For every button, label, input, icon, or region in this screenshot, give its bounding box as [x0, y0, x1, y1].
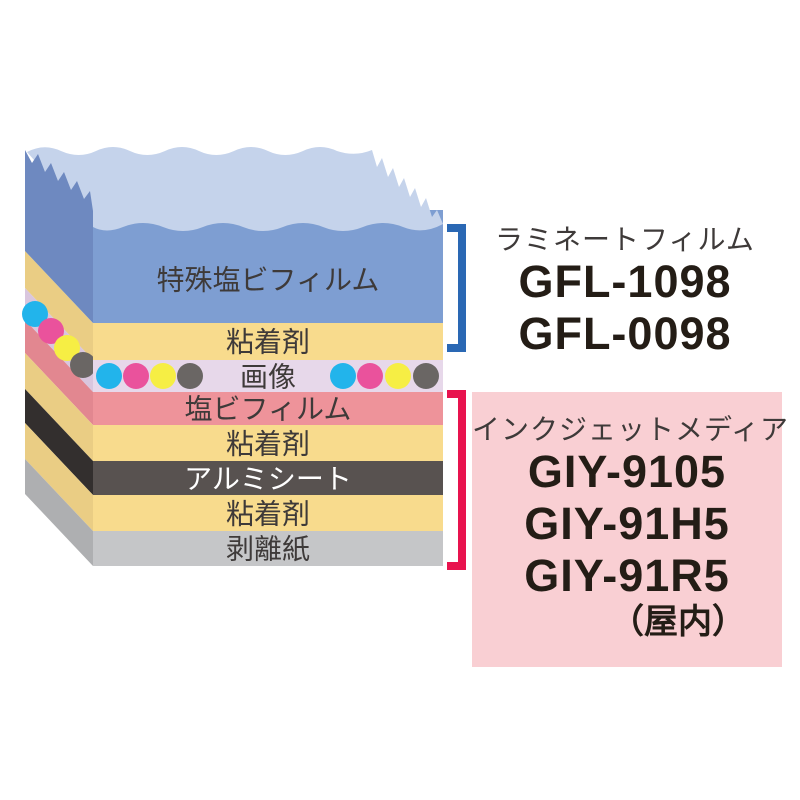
inkjet-media-box: インクジェットメディア GIY-9105 GIY-91H5 GIY-91R5 （…: [472, 392, 790, 667]
top-face-laminate-film: [27, 147, 443, 231]
front-ink-dots: [96, 363, 439, 389]
cyan-ink-dot: [330, 363, 356, 389]
yellow-ink-dot: [385, 363, 411, 389]
cyan-ink-dot: [96, 363, 122, 389]
side-adhesive-1: [25, 251, 93, 360]
front-adhesive-3: [93, 495, 443, 531]
indoor-note: （屋内）: [610, 603, 746, 641]
product-code-gfl-0098: GFL-0098: [518, 308, 732, 359]
front-pvc-film: [93, 392, 443, 425]
product-code-giy-91h5: GIY-91H5: [524, 498, 730, 549]
side-adhesive-2: [25, 353, 93, 461]
layer-label-pvc-film: 塩ビフィルム: [185, 394, 352, 425]
front-adhesive-2: [93, 425, 443, 461]
product-code-giy-9105: GIY-9105: [527, 446, 727, 497]
gray-ink-dot: [70, 352, 96, 378]
side-aluminum-sheet: [25, 389, 93, 495]
gray-ink-dot: [177, 363, 203, 389]
layer-label-release-paper: 剥離紙: [226, 534, 310, 565]
yellow-ink-dot: [54, 335, 80, 361]
layer-label-image: 画像: [240, 362, 296, 393]
inkjet-group-title: インクジェットメディア: [472, 414, 790, 445]
layer-label-adhesive-3: 粘着剤: [226, 499, 310, 530]
layer-label-aluminum-sheet: アルミシート: [184, 464, 352, 495]
side-release-paper: [25, 459, 93, 566]
magenta-ink-dot: [123, 363, 149, 389]
product-code-gfl-1098: GFL-1098: [518, 256, 732, 307]
layer-label-adhesive-2: 粘着剤: [226, 429, 310, 460]
layer-label-adhesive-1: 粘着剤: [226, 327, 310, 358]
front-release-paper: [93, 531, 443, 566]
side-adhesive-3: [25, 423, 93, 531]
magenta-ink-dot: [357, 363, 383, 389]
laminate-group-title: ラミネートフィルム: [495, 224, 755, 255]
side-special-pvc-film: [25, 150, 93, 323]
cyan-ink-dot: [22, 301, 48, 327]
product-code-giy-91r5: GIY-91R5: [524, 550, 730, 601]
magenta-ink-dot: [38, 318, 64, 344]
yellow-ink-dot: [150, 363, 176, 389]
laminate-bracket: [447, 224, 466, 352]
side-pvc-film: [25, 320, 93, 425]
front-aluminum-sheet: [93, 461, 443, 495]
front-adhesive-1: [93, 323, 443, 360]
side-ink-dots: [22, 301, 96, 378]
layer-label-special-pvc-film: 特殊塩ビフィルム: [157, 265, 380, 296]
inkjet-bracket: [447, 390, 466, 570]
laminate-group: ラミネートフィルム GFL-1098 GFL-0098: [470, 224, 780, 360]
layer-labels: 特殊塩ビフィルム 粘着剤 画像 塩ビフィルム 粘着剤 アルミシート 粘着剤 剥離…: [157, 265, 380, 565]
stack-front-faces: [93, 210, 443, 566]
gray-ink-dot: [413, 363, 439, 389]
